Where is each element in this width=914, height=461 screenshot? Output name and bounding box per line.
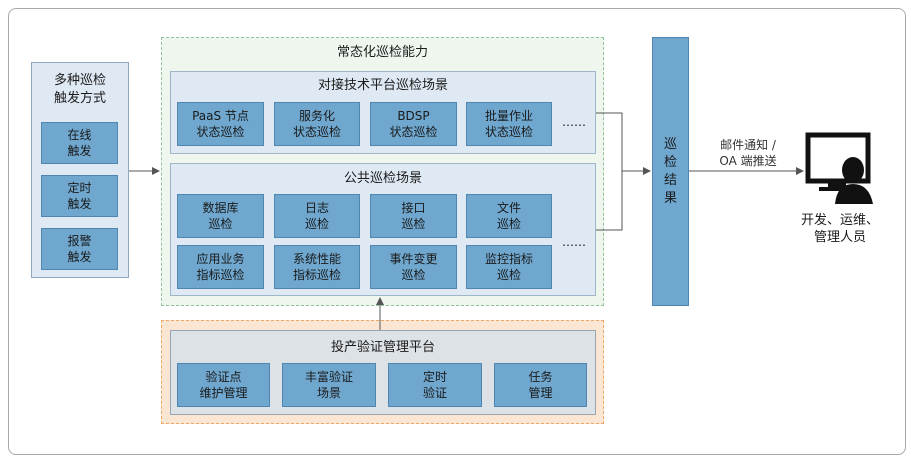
- trigger-scheduled: 定时 触发: [41, 175, 118, 217]
- tech-scene-bdsp: BDSP 状态巡检: [370, 102, 457, 146]
- public-scene-interface: 接口 巡检: [370, 194, 457, 238]
- trigger-online: 在线 触发: [41, 122, 118, 164]
- public-scene-sys-perf: 系统性能 指标巡检: [274, 245, 360, 289]
- public-scene-file: 文件 巡检: [466, 194, 552, 238]
- public-scene-database: 数据库 巡检: [177, 194, 264, 238]
- inspection-result: 巡 检 结 果: [652, 37, 689, 306]
- trigger-title: 多种巡检 触发方式: [53, 73, 106, 106]
- public-scene-more: ……: [562, 235, 586, 249]
- platform-scheduled-verify: 定时 验证: [388, 363, 482, 407]
- tech-scene-service: 服务化 状态巡检: [274, 102, 360, 146]
- platform-task-mgmt: 任务 管理: [494, 363, 587, 407]
- public-scene-event-change: 事件变更 巡检: [370, 245, 457, 289]
- tech-scenes-title: 对接技术平台巡检场景: [317, 78, 448, 93]
- bracket-scenes: [596, 112, 623, 231]
- user-label: 开发、运维、 管理人员: [800, 213, 879, 245]
- platform-rich-scenes: 丰富验证 场景: [282, 363, 376, 407]
- public-scenes-title: 公共巡检场景: [343, 171, 422, 186]
- tech-scene-batch: 批量作业 状态巡检: [466, 102, 552, 146]
- trigger-alarm: 报警 触发: [41, 228, 118, 270]
- notify-label: 邮件通知 / OA 端推送: [719, 138, 777, 168]
- normal-capability-title: 常态化巡检能力: [336, 45, 428, 60]
- diagram-frame: [8, 8, 906, 455]
- public-scene-app-metrics: 应用业务 指标巡检: [177, 245, 264, 289]
- user-monitor-icon: [805, 132, 875, 204]
- public-scene-log: 日志 巡检: [274, 194, 360, 238]
- tech-scene-more: ……: [562, 115, 586, 129]
- platform-verify-point: 验证点 维护管理: [177, 363, 270, 407]
- tech-scene-paas: PaaS 节点 状态巡检: [177, 102, 264, 146]
- public-scene-monitor-metrics: 监控指标 巡检: [466, 245, 552, 289]
- platform-title: 投产验证管理平台: [330, 340, 435, 355]
